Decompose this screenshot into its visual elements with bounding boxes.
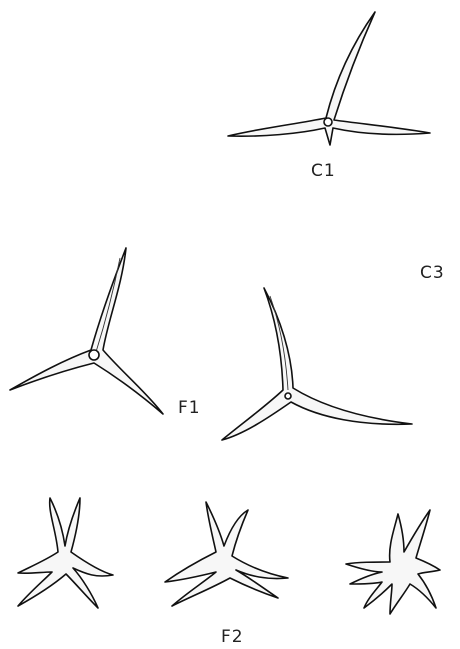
label-c3: C3	[420, 263, 445, 283]
label-f1: F1	[178, 398, 201, 418]
label-c1: C1	[311, 161, 336, 181]
spicule-f2-middle	[165, 502, 288, 606]
spicule-f2-right	[346, 510, 440, 614]
label-f2: F2	[221, 627, 244, 647]
spicule-f1-right	[222, 288, 412, 440]
spicule-f2-left	[18, 498, 113, 608]
spicule-c1	[228, 12, 430, 145]
spicule-f1-left	[10, 248, 163, 414]
